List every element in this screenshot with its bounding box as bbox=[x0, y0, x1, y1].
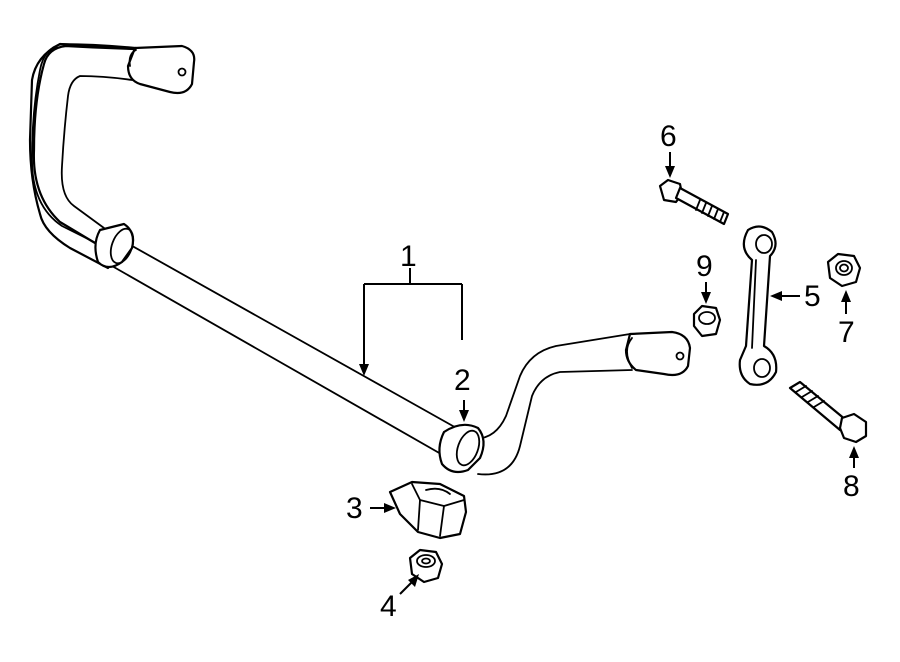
callout-2: 2 bbox=[454, 364, 471, 397]
stabilizer-bar bbox=[28, 42, 692, 476]
leader-lines bbox=[359, 152, 859, 595]
callout-7: 7 bbox=[838, 316, 855, 349]
bracket-nut bbox=[408, 548, 444, 584]
lower-bolt bbox=[788, 380, 868, 444]
link-nut bbox=[826, 252, 862, 288]
callout-1: 1 bbox=[400, 240, 417, 273]
callout-5: 5 bbox=[804, 280, 821, 313]
link-washer bbox=[692, 304, 722, 338]
stabilizer-link bbox=[738, 225, 778, 386]
callout-8: 8 bbox=[843, 470, 860, 503]
callout-4: 4 bbox=[380, 590, 397, 623]
bushing-bracket bbox=[388, 480, 468, 540]
upper-bolt bbox=[658, 178, 730, 226]
callout-3: 3 bbox=[346, 492, 363, 525]
callout-6: 6 bbox=[660, 120, 677, 153]
callout-9: 9 bbox=[696, 250, 713, 283]
